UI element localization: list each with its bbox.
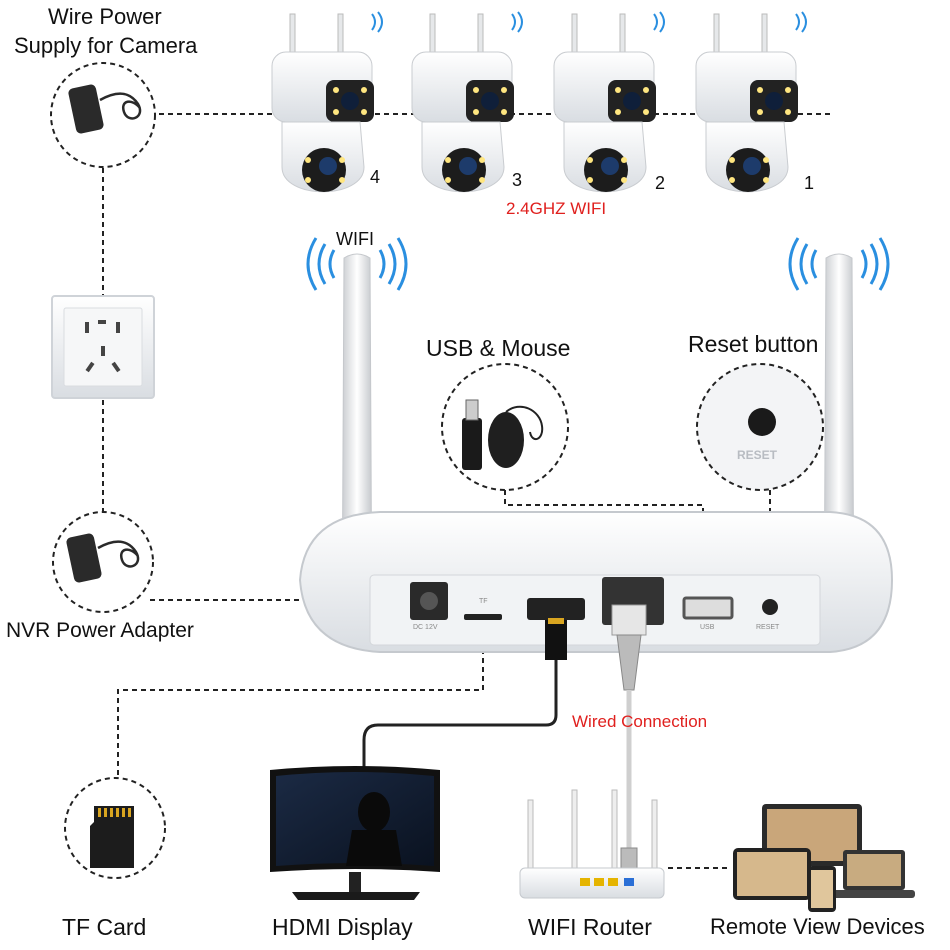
usb-mouse-circle [441, 363, 569, 491]
camera-number-4: 4 [370, 167, 381, 187]
reset-button-circle [696, 363, 824, 491]
usb-mouse-label: USB & Mouse [426, 335, 571, 361]
tf-slot [464, 614, 502, 620]
wire-power-label-line1: Wire Power [48, 4, 162, 29]
cameras [271, 11, 807, 193]
router-icon [519, 789, 665, 899]
camera-4 [271, 11, 383, 193]
hdmi-display-label: HDMI Display [272, 914, 413, 940]
wire-power-label-line2: Supply for Camera [14, 33, 198, 58]
usb-port [682, 596, 734, 620]
wired-connection-label: Wired Connection [572, 712, 708, 731]
wifi-label: WIFI [336, 229, 374, 249]
ethernet-cable [611, 604, 647, 871]
tf-card-line [117, 622, 484, 778]
tf-card-circle [64, 777, 166, 879]
nvr-power-adapter-label: NVR Power Adapter [6, 619, 194, 642]
camera-3 [411, 11, 523, 193]
power-adapter-icon [68, 84, 104, 134]
camera-2 [553, 11, 665, 193]
port-dc-label: DC 12V [413, 624, 438, 631]
tf-card-label: TF Card [62, 914, 147, 940]
wifi-router-label: WIFI Router [528, 914, 652, 940]
camera-1 [695, 11, 807, 193]
port-usb-label: USB [700, 624, 715, 631]
camera-power-adapter [50, 62, 156, 168]
nvr-power-adapter [52, 511, 154, 613]
hdmi-cable [362, 618, 567, 772]
hdmi-port [527, 598, 585, 620]
camera-number-3: 3 [512, 170, 523, 190]
mouse-icon [488, 412, 524, 468]
monitor-icon [270, 766, 440, 900]
wifi-band-label: 2.4GHZ WIFI [506, 199, 607, 218]
wifi-signal-icon [306, 237, 890, 291]
wall-socket [51, 295, 155, 399]
port-reset-label: RESET [756, 624, 780, 631]
reset-embossed-text: RESET [737, 448, 778, 462]
camera-number-2: 2 [655, 173, 666, 193]
reset-button-icon [748, 408, 776, 436]
nvr-body [298, 511, 894, 653]
camera-number-1: 1 [804, 173, 815, 193]
reset-button-label: Reset button [688, 331, 819, 357]
tf-card-icon [90, 806, 134, 868]
usb-stick-icon [462, 418, 482, 470]
dashed-connectors [102, 113, 830, 869]
devices-icon [733, 804, 915, 912]
port-tf-label: TF [479, 598, 488, 605]
remote-view-devices-label: Remote View Devices [710, 914, 925, 939]
reset-pinhole [762, 599, 778, 615]
